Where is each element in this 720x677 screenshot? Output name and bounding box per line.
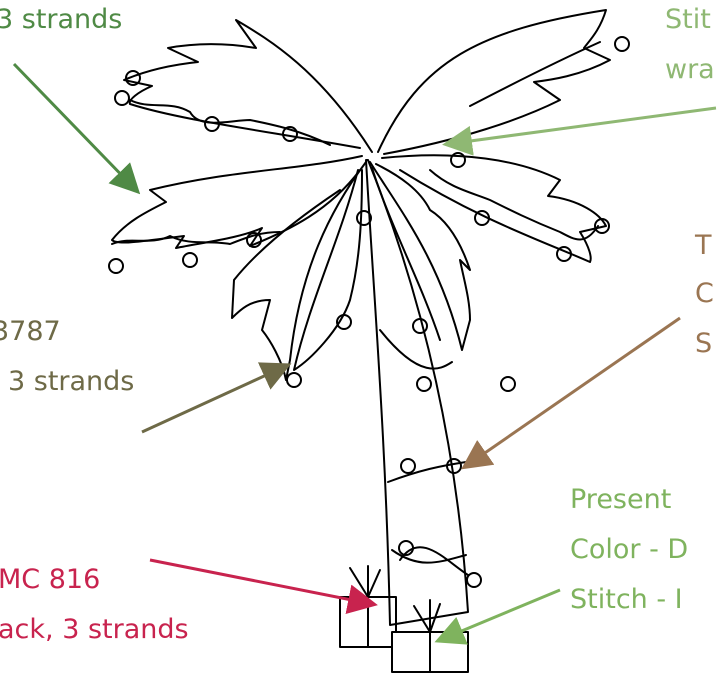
frond-left-lights (111, 231, 281, 245)
arrow-top-left (12, 62, 141, 195)
frond-center-leaf (293, 169, 363, 371)
frond-top-left-lights (129, 99, 331, 146)
present-left (339, 565, 397, 648)
label-present-right-2: Color - D (570, 534, 689, 565)
trunk-band-2 (387, 461, 467, 483)
frond-center-right (369, 161, 471, 351)
label-trunk-1: T (695, 230, 712, 261)
trunk-band-1 (379, 329, 453, 370)
label-top-right-1: Stit (665, 4, 711, 35)
arrow-mid-left (141, 362, 292, 434)
frond-right-lights (429, 169, 599, 241)
light-bulbs (108, 36, 630, 588)
label-top-left-1: 3 strands (0, 4, 123, 35)
frond-right (381, 154, 607, 263)
label-top-right-2: wra (665, 54, 715, 85)
frond-left (111, 155, 363, 249)
label-present-right-1: Present (570, 484, 672, 515)
label-present-left-2: ack, 3 strands (0, 614, 189, 645)
trunk-lights-string (399, 546, 469, 576)
label-mid-left-2: 3 strands (8, 366, 135, 397)
frond-center-right-inner (371, 167, 441, 341)
arrow-trunk (461, 316, 681, 470)
frond-top-right-lights (469, 41, 601, 107)
label-trunk-3: S (695, 328, 713, 359)
present-right (391, 599, 469, 673)
arrow-present-left (149, 558, 378, 615)
label-trunk-2: C (695, 278, 714, 309)
frond-top-left (123, 19, 373, 153)
arrow-top-right (442, 106, 717, 156)
arrow-present-right (434, 588, 561, 645)
label-present-right-3: Stitch - I (570, 584, 683, 615)
frond-top-right (377, 9, 611, 155)
label-present-left-1: MC 816 (0, 564, 101, 595)
trunk-band-3 (391, 549, 467, 564)
palm-trunk (365, 159, 469, 626)
frond-center-left (231, 161, 367, 381)
label-mid-left-1: 3787 (0, 316, 61, 347)
